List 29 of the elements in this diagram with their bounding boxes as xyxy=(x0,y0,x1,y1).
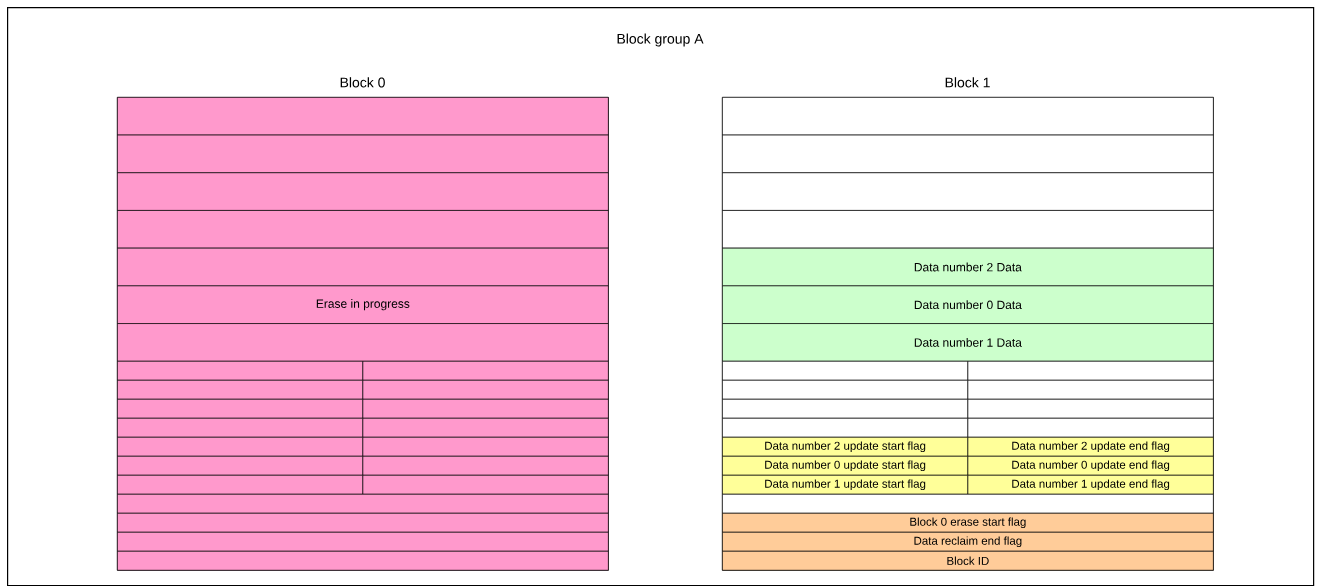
memory-cell: Data number 0 update start flag xyxy=(722,455,969,476)
node-label: Block 1 xyxy=(945,77,990,88)
memory-cell: Data reclaim end flag xyxy=(722,531,1214,552)
memory-cell: Data number 1 update start flag xyxy=(722,474,969,495)
memory-cell: Data number 2 update end flag xyxy=(967,436,1214,457)
empty-cell xyxy=(117,97,609,136)
memory-cell: Data number 0 Data xyxy=(722,285,1214,324)
empty-cell xyxy=(722,97,1214,136)
memory-cell: Block 0 erase start flag xyxy=(722,512,1214,533)
empty-cell xyxy=(722,210,1214,249)
empty-cell xyxy=(117,172,609,211)
empty-cell xyxy=(722,134,1214,174)
empty-cell xyxy=(117,512,609,533)
memory-cell: Erase in progress xyxy=(117,285,609,324)
empty-cell xyxy=(117,493,609,514)
memory-cell: Data number 2 update start flag xyxy=(722,436,969,457)
empty-cell xyxy=(722,172,1214,211)
memory-cell: Data number 1 update end flag xyxy=(967,474,1214,495)
memory-cell: Data number 1 Data xyxy=(722,323,1214,362)
empty-cell xyxy=(117,550,609,571)
empty-cell xyxy=(117,247,609,287)
memory-cell: Data number 0 update end flag xyxy=(967,455,1214,476)
memory-cell: Data number 2 Data xyxy=(722,247,1214,287)
empty-cell xyxy=(117,134,609,174)
empty-cell xyxy=(117,210,609,249)
empty-cell xyxy=(722,493,1214,514)
memory-cell: Block ID xyxy=(722,550,1214,571)
empty-cell xyxy=(117,531,609,552)
node-label: Block 0 xyxy=(340,77,385,88)
